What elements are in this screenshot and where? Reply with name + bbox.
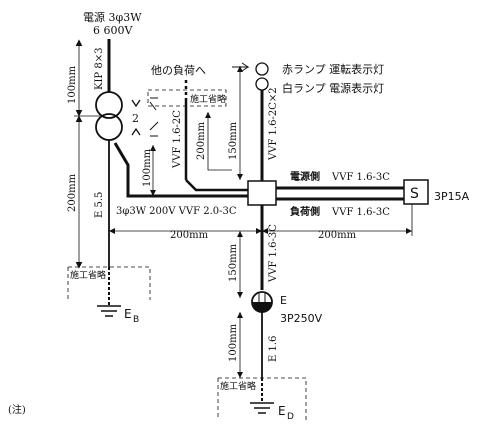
kip-cable-label: KIP 8×3: [94, 48, 105, 90]
dim-200mm-h-left: 200mm: [170, 230, 209, 241]
omitted-label-top: 施工省略: [190, 93, 226, 105]
switch-box: [403, 179, 429, 205]
source-side-cable-label: VVF 1.6-3C: [331, 172, 390, 183]
earth-d-sub: D: [287, 412, 294, 422]
omitted-box-top: [147, 89, 227, 107]
dim-150mm-top: 150mm: [228, 121, 239, 160]
source-side-label: 電源側: [290, 170, 320, 183]
red-lamp-icon: [255, 62, 269, 76]
earth-d-icon: [250, 402, 274, 414]
main-feed-cable: [113, 142, 248, 198]
transformer-primary-coil: [95, 91, 123, 119]
breaker-rating: 3P250V: [280, 312, 323, 325]
white-lamp-label: 白ランプ 電源表示灯: [282, 81, 384, 95]
junction-box: [247, 180, 277, 206]
dim-100mm-left: 100mm: [67, 65, 78, 104]
white-lamp-icon: [255, 77, 269, 91]
breaker-mark: E: [280, 294, 287, 307]
supply-line2: 6 600V: [93, 24, 133, 37]
callout-number: 2: [132, 112, 139, 125]
dim-200mm-diag: 200mm: [196, 121, 207, 160]
earth-b-sub: B: [133, 315, 139, 325]
dim-100mm-bottom: 100mm: [228, 323, 239, 362]
earth-d-main: E: [278, 404, 286, 418]
load-side-cable-label: VVF 1.6-3C: [331, 207, 390, 218]
dim-200mm-left: 200mm: [67, 173, 78, 212]
callout-ticks: [149, 97, 159, 137]
dim-100mm-mid-label: 100mm: [142, 148, 153, 187]
earth-b-icon: [97, 305, 121, 317]
vvf-2c-x2-label: VVF 1.6-2C×2: [268, 87, 279, 161]
e55-label: E 5.5: [94, 192, 105, 218]
note-label: (注): [8, 403, 26, 416]
supply-line1: 電源 3φ3W: [83, 10, 142, 24]
switch-rating: 3P15A: [434, 190, 470, 203]
other-loads-label: 他の負荷へ: [151, 64, 206, 77]
omitted-box-d: [217, 377, 307, 420]
chevron-up-icon: [131, 127, 141, 136]
e16-label: E 1.6: [268, 336, 279, 362]
main-feed-label: 3φ3W 200V VVF 2.0-3C: [116, 206, 237, 217]
vvf-2c-label: VVF 1.6-2C: [172, 110, 183, 169]
omitted-label-d: 施工省略: [220, 380, 256, 392]
switch-symbol: S: [410, 186, 419, 202]
earth-b-main: E: [124, 307, 132, 321]
red-lamp-label: 赤ランプ 運転表示灯: [282, 62, 384, 76]
omitted-label-b: 施工省略: [70, 269, 106, 281]
chevron-down-icon: [131, 99, 141, 108]
load-side-label: 負荷側: [290, 205, 320, 218]
dim-200mm-h-right: 200mm: [318, 230, 357, 241]
dim-150mm-bottom: 150mm: [228, 243, 239, 282]
vvf-3c-down-label: VVF 1.6-3C: [268, 224, 279, 283]
